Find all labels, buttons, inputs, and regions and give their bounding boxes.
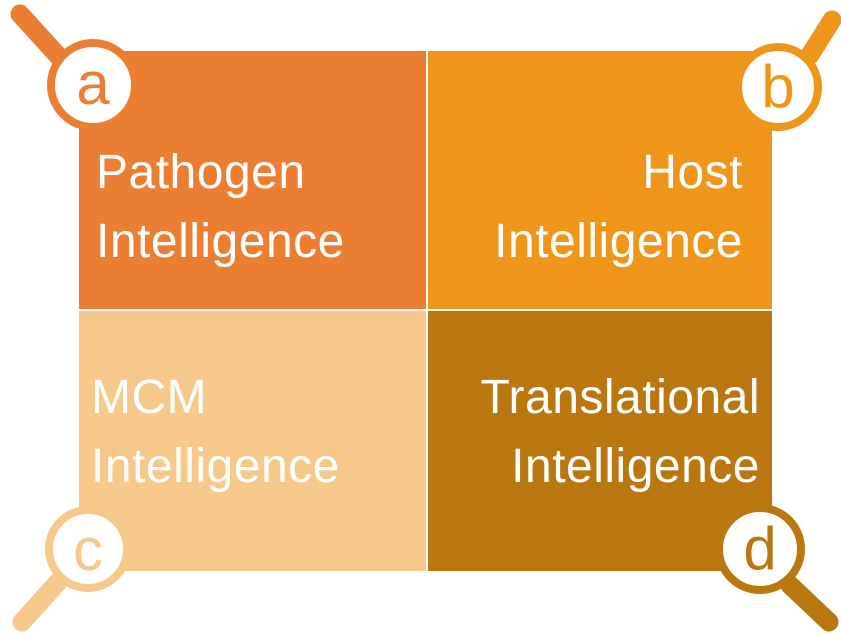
- magnifier-lens: [734, 43, 822, 131]
- magnifier-letter: a: [76, 50, 110, 117]
- magnifier-lens: [715, 504, 805, 594]
- quadrant-label-line-2: Intelligence: [91, 440, 340, 493]
- quadrant-label-line-1: Host: [642, 146, 743, 199]
- magnifier-handle: [800, 10, 841, 65]
- magnifier-icon-a: a: [10, 4, 139, 131]
- magnifier-handle: [780, 575, 839, 632]
- quadrant-translational-intelligence: Translational Intelligence: [428, 311, 772, 571]
- quadrant-label-line-1: Pathogen: [96, 146, 306, 199]
- quadrant-label-line-2: Intelligence: [494, 215, 743, 268]
- magnifier-icon-c: c: [12, 506, 131, 632]
- magnifier-lens: [47, 39, 139, 131]
- quadrant-mcm-intelligence: MCM Intelligence: [79, 311, 426, 571]
- quadrant-label: Translational Intelligence: [480, 363, 760, 501]
- magnifier-letter: c: [73, 516, 103, 583]
- magnifier-handle: [10, 4, 70, 68]
- quadrant-label-line-2: Intelligence: [511, 440, 760, 493]
- magnifier-icon-b: b: [734, 10, 841, 131]
- magnifier-handle: [12, 572, 68, 632]
- quadrant-label-line-1: MCM: [91, 371, 208, 424]
- quadrant-label: Host Intelligence: [494, 138, 743, 276]
- magnifier-letter: d: [743, 515, 776, 582]
- quadrant-host-intelligence: Host Intelligence: [428, 51, 772, 309]
- magnifier-lens: [45, 506, 131, 592]
- quadrant-label: MCM Intelligence: [91, 363, 340, 501]
- quadrant-label: Pathogen Intelligence: [96, 138, 345, 276]
- quadrant-label-line-2: Intelligence: [96, 215, 345, 268]
- magnifier-icon-d: d: [715, 504, 839, 632]
- magnifier-letter: b: [761, 53, 794, 120]
- quadrant-pathogen-intelligence: Pathogen Intelligence: [79, 51, 426, 309]
- quadrant-label-line-1: Translational: [480, 371, 760, 424]
